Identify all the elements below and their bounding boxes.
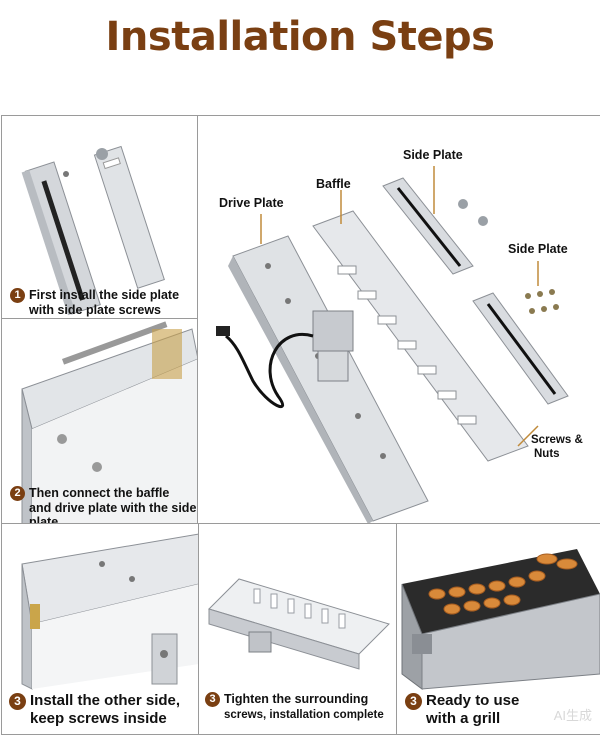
- page-title: Installation Steps: [105, 14, 495, 60]
- step-2-badge: 2: [10, 486, 25, 502]
- other-side-illustration: [21, 533, 199, 690]
- side-plate-right-label: Side Plate: [508, 242, 568, 256]
- side-plate-top-label: Side Plate: [403, 148, 463, 162]
- drive-plate-label: Drive Plate: [219, 196, 284, 210]
- assembled-frame-illustration: [208, 578, 390, 670]
- step-3-badge: 3: [9, 692, 26, 710]
- parts-illustration: [216, 166, 569, 524]
- watermark: AI生成: [553, 708, 592, 723]
- screws-nuts-label: Screws & Nuts: [531, 434, 583, 460]
- grill-illustration: [401, 549, 600, 690]
- baffle-label: Baffle: [316, 177, 351, 191]
- step-4-badge: 3: [205, 692, 220, 708]
- frame-illustration: [21, 321, 198, 524]
- step-1-badge: 1: [10, 288, 25, 304]
- side-plate-illustration: [21, 145, 165, 316]
- step-5-badge: 3: [405, 692, 422, 710]
- parts-overview-panel: Drive Plate Baffle Side Plate Side Plate…: [197, 115, 600, 525]
